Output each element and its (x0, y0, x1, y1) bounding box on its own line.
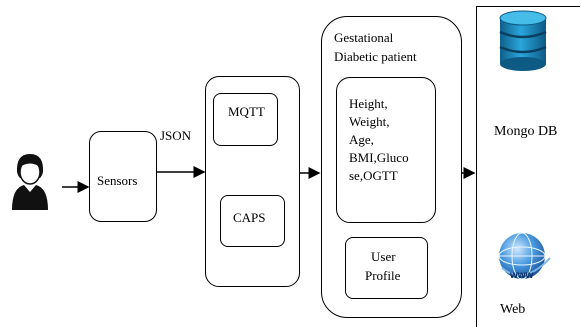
attribute-bmi-glucose: BMI,Gluco (349, 150, 409, 165)
attribute-weight: Weight, (349, 114, 390, 129)
caps-label: CAPS (233, 210, 266, 225)
web-label: Web (500, 302, 526, 317)
user-profile-line2: Profile (365, 268, 401, 283)
json-label: JSON (160, 128, 192, 143)
mqtt-box (213, 93, 278, 146)
sensors-label: Sensors (97, 173, 138, 188)
patient-title-line2: Diabetic patient (334, 49, 417, 64)
attribute-height: Height, (349, 96, 388, 111)
database-icon (497, 10, 549, 72)
user-icon (10, 148, 50, 210)
svg-text:www: www (509, 270, 534, 281)
attribute-glucose-ogtt: se,OGTT (349, 168, 398, 183)
attribute-age: Age, (349, 132, 374, 147)
storage-panel (476, 6, 580, 327)
mongodb-label: Mongo DB (494, 124, 558, 139)
user-profile-line1: User (371, 249, 396, 264)
caps-box (220, 195, 285, 247)
globe-icon: www (496, 228, 552, 286)
mqtt-label: MQTT (228, 104, 265, 119)
attributes-box (336, 77, 436, 223)
patient-title-line1: Gestational (334, 30, 394, 45)
sensors-box (89, 131, 157, 222)
user-profile-box (345, 237, 428, 299)
